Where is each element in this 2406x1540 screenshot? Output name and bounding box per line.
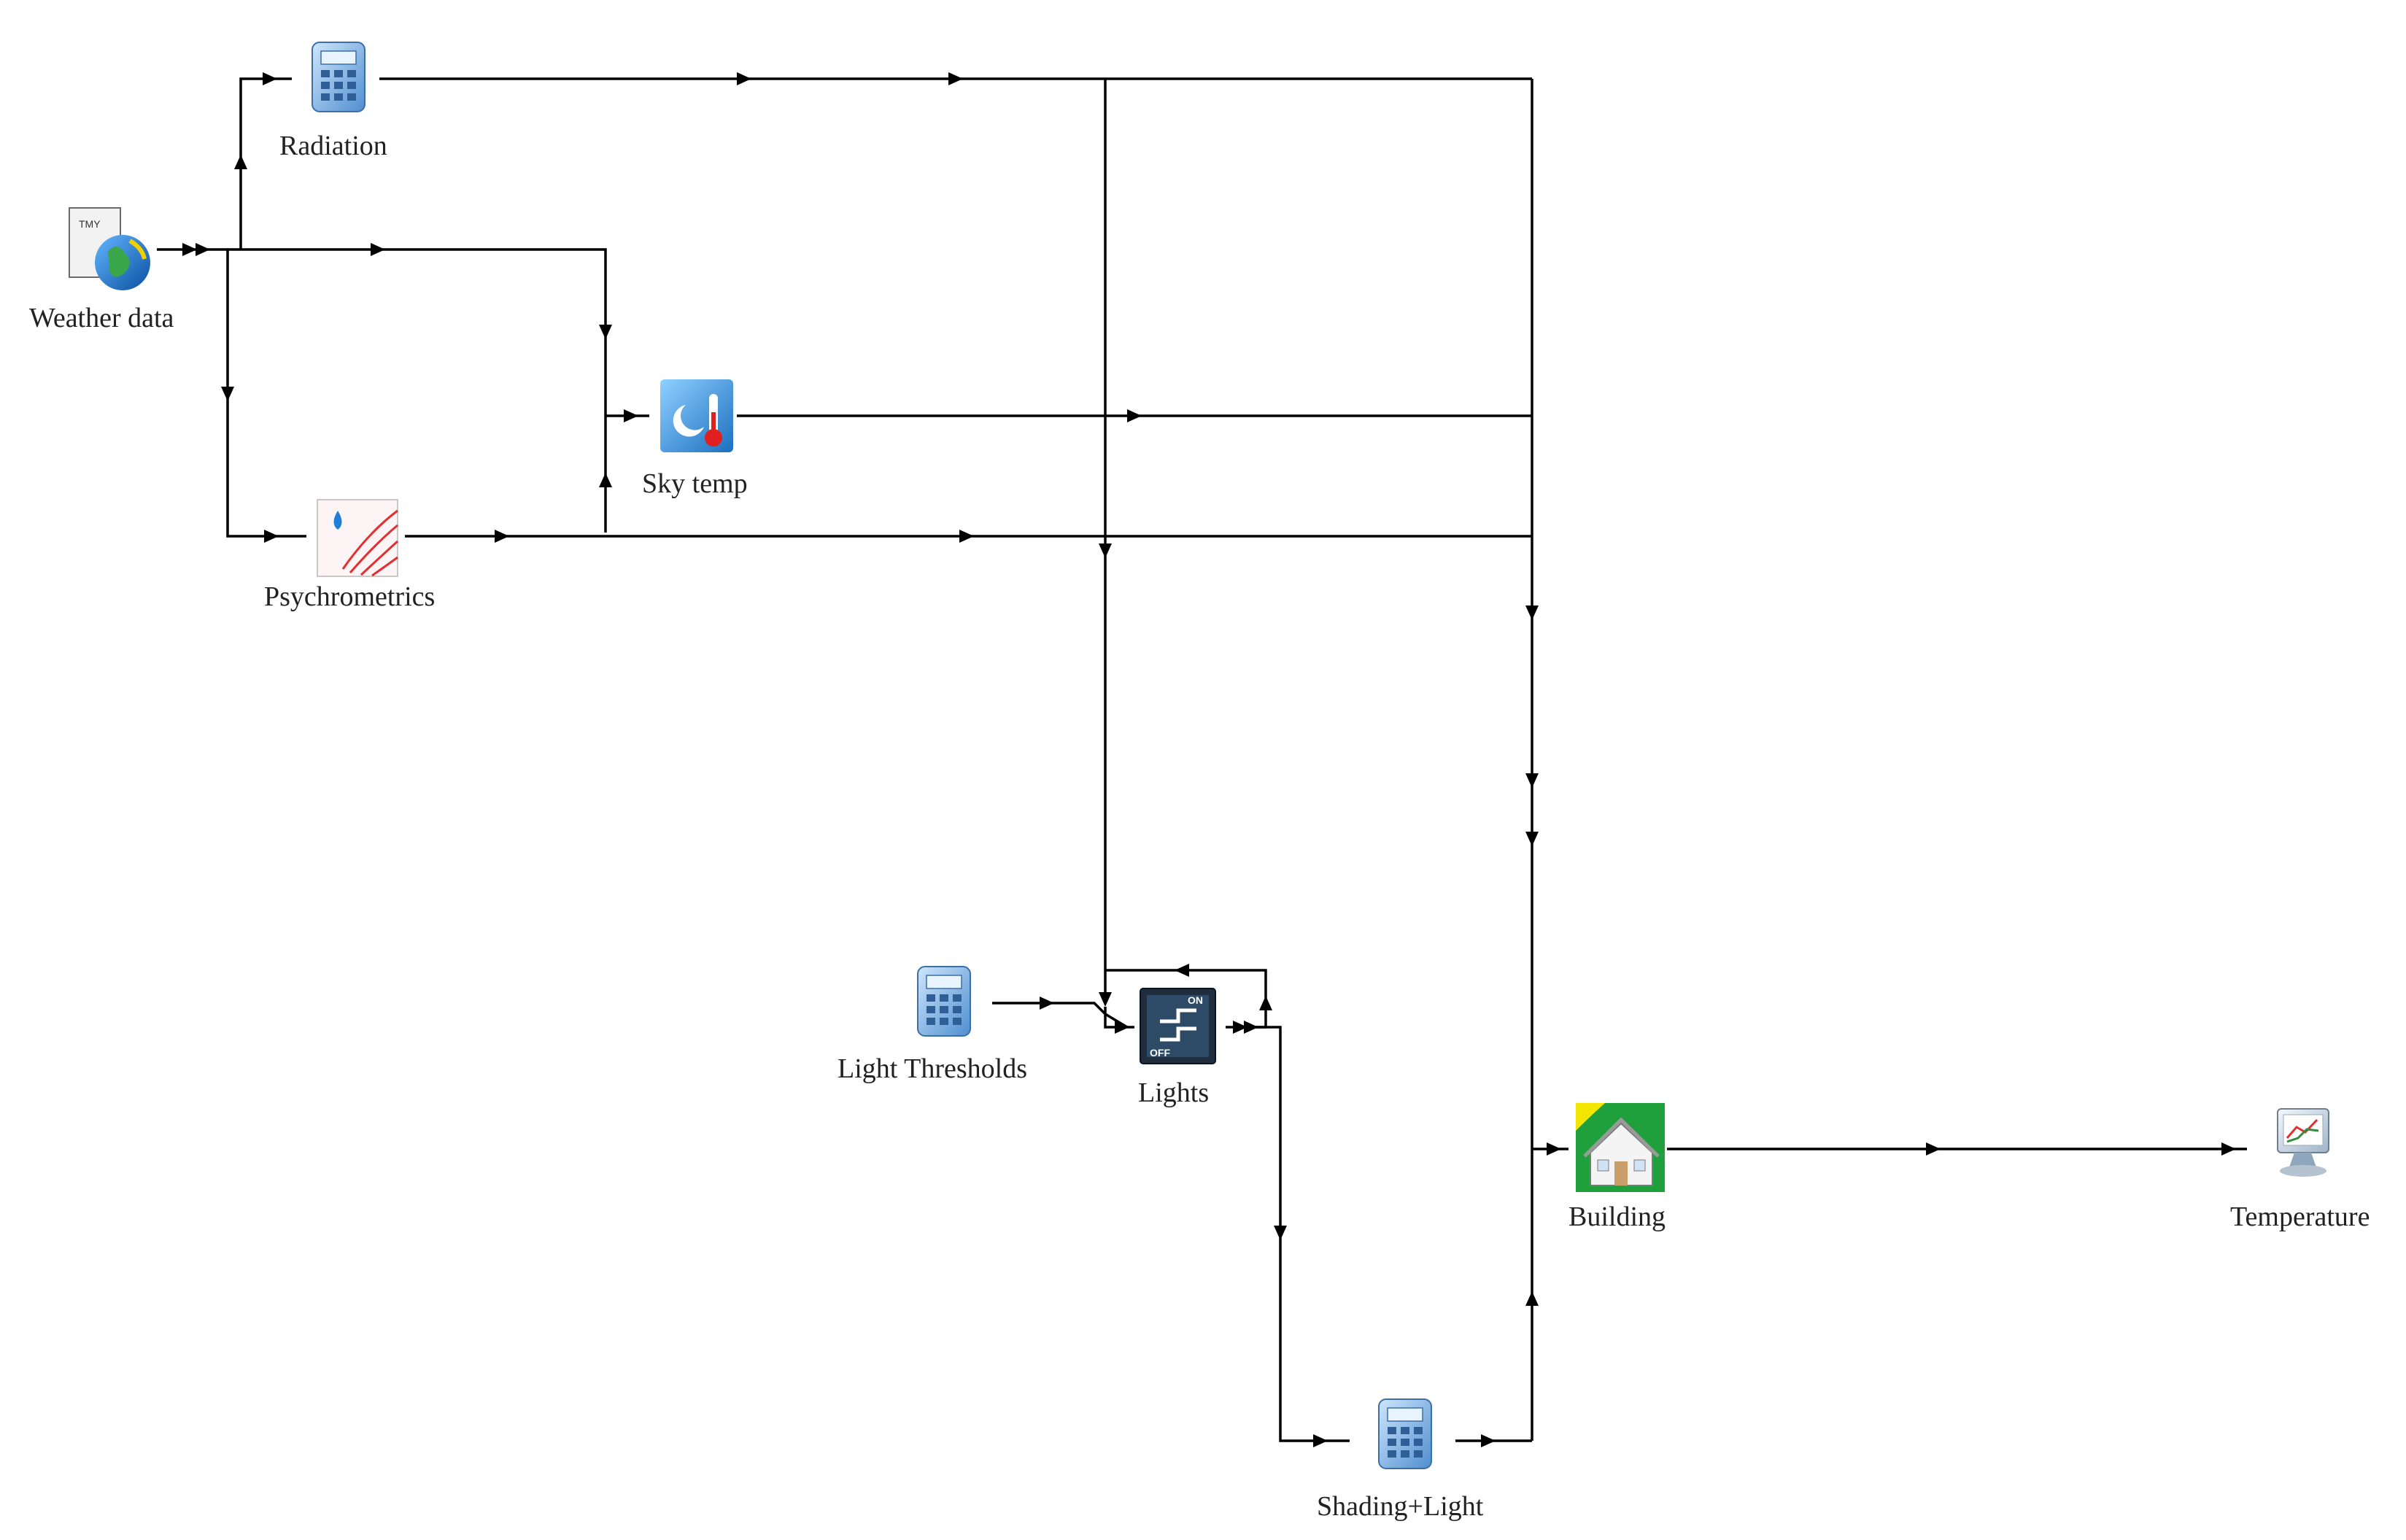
arrow-into-skytemp (624, 409, 638, 422)
wire-weather-to-psychro (226, 249, 306, 538)
arrow-bus-down-2 (1525, 773, 1539, 788)
component-radiation[interactable]: Radiation (279, 42, 387, 161)
sky-temp-label: Sky temp (642, 468, 748, 499)
arrow-weather-down (221, 387, 234, 401)
connection-lines (157, 77, 2247, 1442)
arrow-weather-out-2 (196, 243, 210, 256)
shading-light-calculator-icon (1378, 1398, 1432, 1469)
wire-lights-out (1226, 1026, 1350, 1442)
arrow-lights-feedback-up (1259, 996, 1272, 1010)
component-sky-temp[interactable]: Sky temp (642, 379, 748, 499)
svg-text:ON: ON (1188, 994, 1203, 1006)
arrow-weather-out (182, 243, 197, 256)
flow-arrows (182, 72, 2236, 1447)
wire-thresholds-to-lights (992, 1002, 1128, 1029)
component-lights[interactable]: ON OFF Lights (1138, 988, 1216, 1108)
arrow-building-out (1926, 1142, 1941, 1156)
arrow-psychro-out-1 (495, 530, 509, 543)
psychrometrics-label: Psychrometrics (264, 581, 435, 612)
psychrometric-chart-icon (317, 499, 399, 577)
arrow-bus-down-1 (1525, 605, 1539, 620)
component-shading-light[interactable]: Shading+Light (1317, 1398, 1484, 1522)
shading-light-label: Shading+Light (1317, 1491, 1484, 1522)
light-thresholds-label: Light Thresholds (838, 1053, 1027, 1084)
monitor-plot-icon (2277, 1108, 2329, 1177)
arrow-radiation-out-2 (948, 72, 963, 85)
sky-thermometer-icon (660, 379, 733, 452)
building-label: Building (1568, 1202, 1666, 1232)
arrow-skytemp-out (1127, 409, 1142, 422)
component-temperature[interactable]: Temperature (2230, 1108, 2370, 1232)
arrow-to-radiation (263, 72, 277, 85)
component-psychrometrics[interactable]: Psychrometrics (264, 499, 435, 612)
component-building[interactable]: Building (1568, 1103, 1666, 1232)
light-thresholds-calculator-icon (917, 966, 971, 1037)
wire-weather-to-radiation (239, 77, 292, 249)
arrow-thresholds-down (1099, 992, 1112, 1007)
temperature-label: Temperature (2230, 1202, 2370, 1232)
weather-globe-icon: TMY (69, 207, 150, 290)
arrow-lights-out-a (1233, 1021, 1248, 1034)
svg-text:OFF: OFF (1150, 1047, 1170, 1059)
arrow-lights-down (1274, 1226, 1287, 1240)
arrow-radiation-down (1099, 543, 1112, 558)
arrow-bus-down-3 (1525, 832, 1539, 846)
component-light-thresholds[interactable]: Light Thresholds (838, 966, 1027, 1084)
house-icon (1576, 1103, 1665, 1192)
arrow-weather-top (371, 243, 385, 256)
arrow-to-shading (1313, 1434, 1328, 1447)
arrow-shading-out (1481, 1434, 1496, 1447)
arrow-to-psychro (264, 530, 279, 543)
arrow-into-building (1547, 1142, 1561, 1156)
arrow-lights-out-b (1244, 1021, 1258, 1034)
arrow-lights-feedback (1175, 964, 1189, 977)
arrow-shading-up (1525, 1291, 1539, 1306)
lights-label: Lights (1138, 1077, 1209, 1108)
arrow-psychro-out-2 (959, 530, 974, 543)
radiation-calculator-icon (312, 42, 365, 112)
arrow-thresholds-out (1040, 997, 1054, 1010)
on-off-switch-icon: ON OFF (1140, 988, 1216, 1064)
arrow-skytemp-down (599, 325, 612, 339)
arrow-to-radiation-up (234, 155, 247, 169)
component-weather-data[interactable]: TMY Weather data (29, 207, 174, 333)
arrow-to-temperature (2221, 1142, 2236, 1156)
radiation-label: Radiation (279, 131, 387, 161)
arrow-radiation-out-1 (737, 72, 751, 85)
arrow-skytemp-up (599, 473, 612, 487)
arrow-lights-in (1115, 1021, 1129, 1034)
weather-data-label: Weather data (29, 303, 174, 333)
svg-text:TMY: TMY (79, 218, 101, 230)
wire-weather-to-skytemp (226, 248, 607, 533)
